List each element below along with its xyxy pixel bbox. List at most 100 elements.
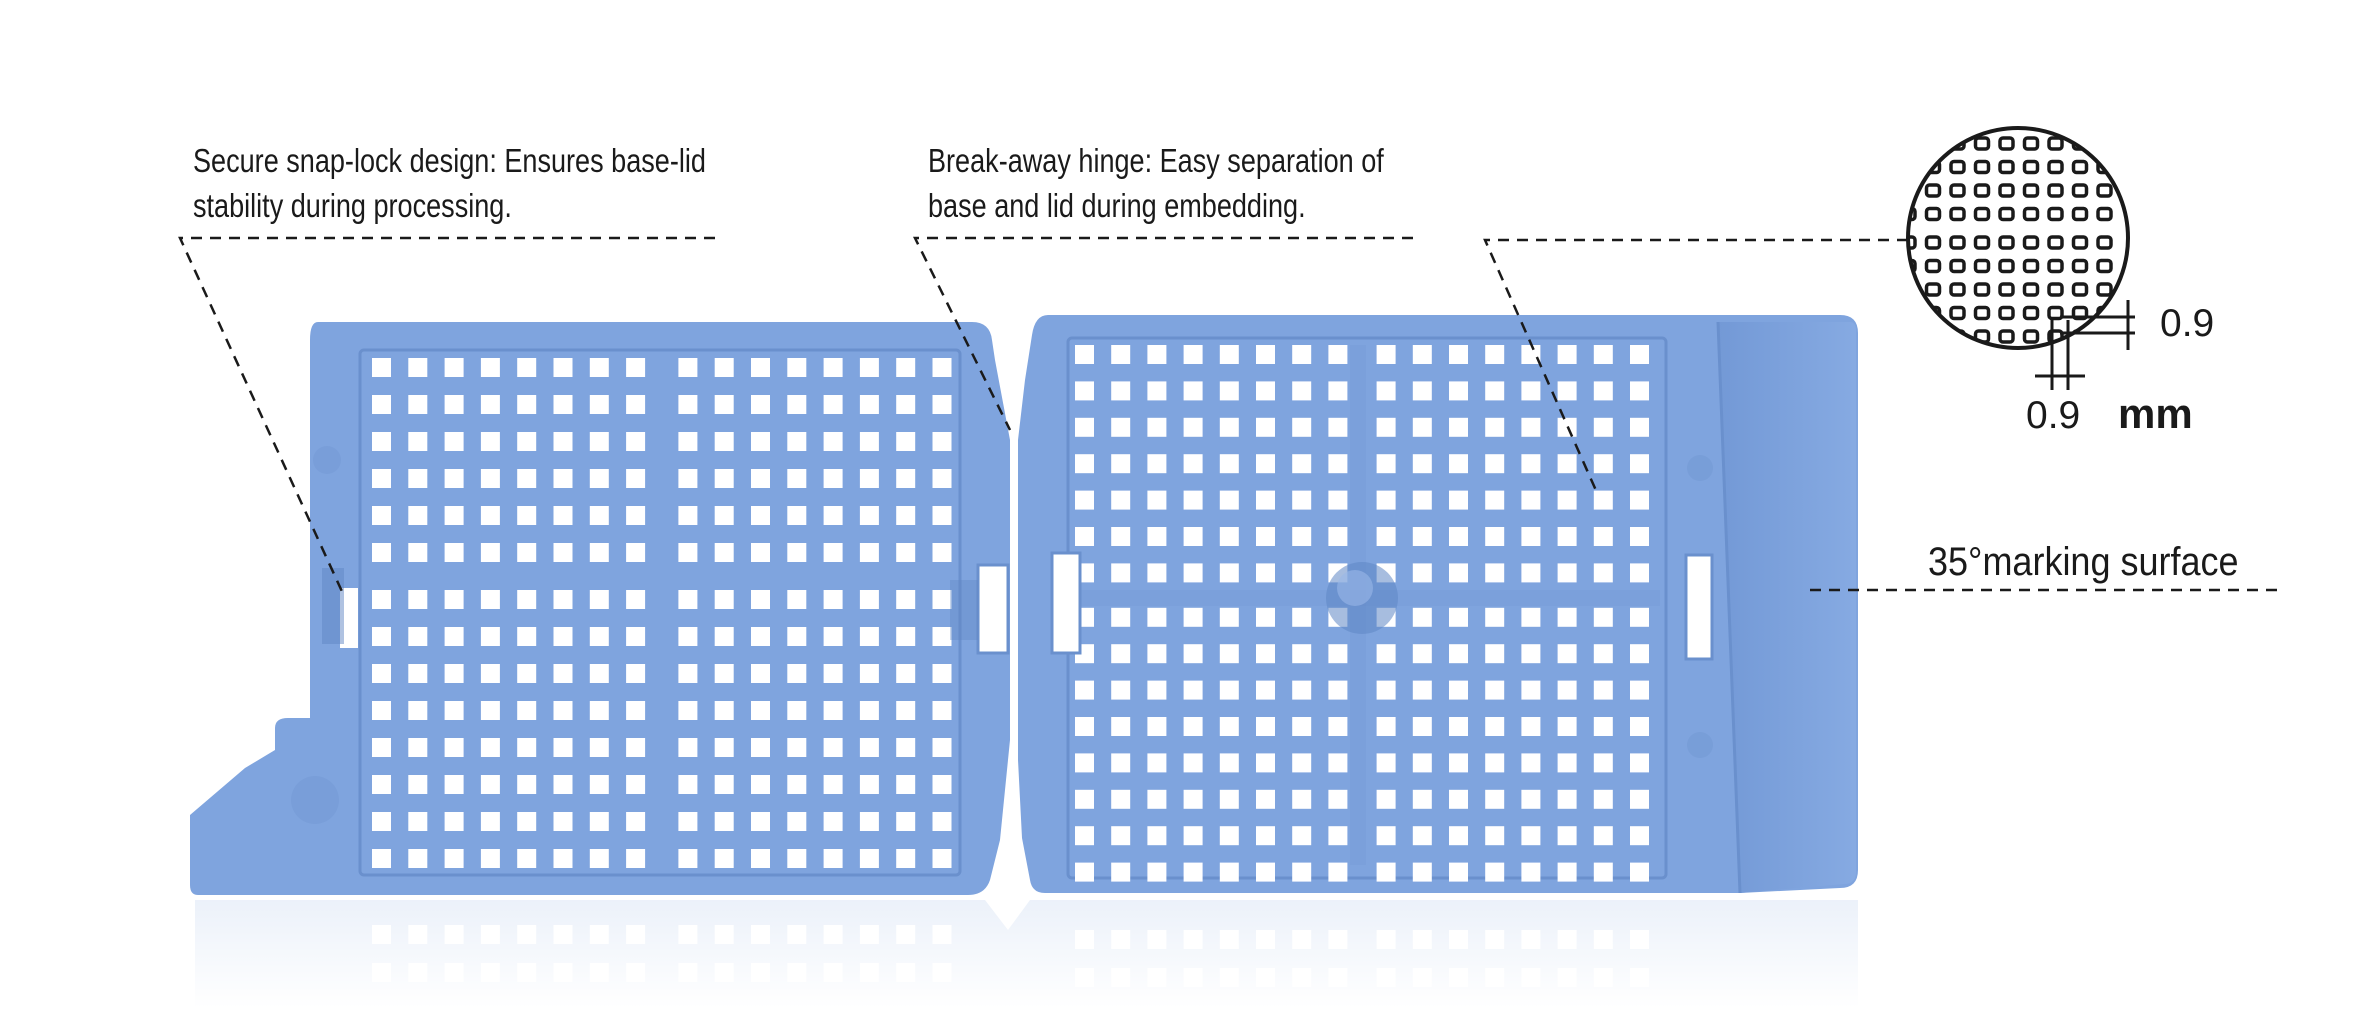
lid-mesh-hole	[1111, 826, 1131, 846]
hinge-callout: Break-away hinge: Easy separation of bas…	[928, 138, 1384, 228]
base-mesh-hole	[751, 701, 770, 720]
base-mesh-hole	[896, 849, 916, 868]
base-mesh-hole	[480, 432, 500, 451]
lid-mesh-hole	[1557, 680, 1577, 700]
lid-mesh-hole	[1521, 563, 1541, 583]
base-mesh-hole	[932, 812, 952, 831]
base-mesh-hole	[859, 738, 879, 757]
lid-mesh-hole	[1485, 644, 1505, 664]
lid-mesh-hole	[1292, 680, 1312, 700]
lid-mesh-hole	[1449, 862, 1468, 882]
base-mesh-hole	[896, 664, 916, 683]
snap-lock-leader	[178, 236, 715, 599]
base-mesh-hole	[517, 506, 537, 525]
base-mesh-hole	[372, 590, 391, 609]
magnified-pore	[1924, 206, 1942, 222]
base-mesh-hole	[859, 358, 879, 377]
lid-mesh-hole	[1292, 454, 1312, 474]
base-mesh-hole	[751, 812, 770, 831]
base-mesh-hole	[408, 627, 428, 646]
lid-mesh-hole	[1630, 527, 1649, 546]
lid-mesh-hole	[1376, 527, 1396, 546]
base-mesh-hole	[444, 432, 464, 451]
pore-height-label: 0.9	[2160, 302, 2215, 345]
lid-mesh-hole	[1557, 381, 1577, 401]
base-mesh-hole	[678, 590, 698, 609]
base-mesh-hole	[444, 590, 464, 609]
lid-mesh-hole	[1256, 644, 1275, 664]
lid-mesh-hole	[1521, 345, 1541, 364]
lid-mesh-hole	[1292, 862, 1312, 882]
base-mesh-hole	[896, 358, 916, 377]
base-mesh-hole	[517, 358, 537, 377]
base-mesh-hole	[444, 543, 464, 562]
lid-mesh-hole	[1557, 717, 1577, 736]
lid-mesh-hole	[1557, 789, 1577, 809]
lid-mesh-hole	[1219, 527, 1239, 546]
base-mesh-hole	[859, 432, 879, 451]
lid-mesh-hole	[1183, 862, 1203, 882]
base-mesh-hole	[896, 543, 916, 562]
lid-mesh-hole	[1111, 717, 1131, 736]
magnified-pore	[1908, 136, 1917, 151]
base-mesh-hole	[714, 506, 734, 525]
lid-mesh-hole	[1147, 862, 1167, 882]
magnified-pore	[1973, 206, 1991, 222]
lid-mesh-hole	[1630, 417, 1649, 437]
lid-mesh-hole	[1219, 607, 1239, 627]
base-mesh-hole	[372, 627, 391, 646]
magnified-pore	[1973, 136, 1991, 151]
lid-mesh-hole	[1256, 862, 1275, 882]
lid-mesh-hole	[1593, 753, 1613, 773]
lid-mesh-hole	[1449, 454, 1468, 474]
lid-mesh-hole	[1219, 490, 1239, 510]
base-mesh-hole	[626, 506, 646, 525]
base-mesh-hole	[372, 701, 391, 720]
base-mesh-hole	[678, 432, 698, 451]
magnified-pore	[1973, 159, 1991, 175]
magnified-pore	[2071, 159, 2089, 175]
magnified-pore	[2022, 305, 2040, 321]
base-mesh-hole	[751, 627, 770, 646]
lid-mesh-hole	[1111, 753, 1131, 773]
snap-lock-tab	[322, 568, 344, 644]
base-mesh-hole	[372, 469, 391, 488]
lid-mesh-hole	[1292, 417, 1312, 437]
magnified-pore	[1924, 282, 1942, 297]
base-mesh-hole	[553, 469, 573, 488]
base-mesh-hole	[553, 701, 573, 720]
base-mesh-hole	[751, 395, 770, 414]
base-mesh-hole	[408, 358, 428, 377]
lid-mesh-hole	[1147, 644, 1167, 664]
base-mesh-hole	[553, 395, 573, 414]
magnified-pore	[2047, 235, 2064, 250]
base-mesh-hole	[444, 358, 464, 377]
base-mesh-hole	[678, 738, 698, 757]
base-mesh-hole	[714, 701, 734, 720]
lid-mesh-hole	[1292, 563, 1312, 583]
lid-mesh-hole	[1111, 527, 1131, 546]
lid-mesh-hole	[1485, 753, 1505, 773]
lid-mesh-hole	[1256, 345, 1275, 364]
lid-mesh-hole	[1292, 345, 1312, 364]
base-mesh-hole	[787, 701, 807, 720]
lid-mesh-hole	[1075, 381, 1094, 401]
lid-mesh-hole	[1521, 381, 1541, 401]
lid-mesh-hole	[1183, 417, 1203, 437]
lid-mesh-hole	[1075, 417, 1094, 437]
lid-mesh-hole	[1449, 563, 1468, 583]
base-mesh-hole	[408, 543, 428, 562]
magnified-pore	[2071, 235, 2089, 250]
magnified-pore	[2071, 206, 2089, 222]
lid-mesh-hole	[1521, 717, 1541, 736]
lid-mesh-hole	[1219, 417, 1239, 437]
lid-mesh-hole	[1075, 753, 1094, 773]
magnified-pore	[2071, 183, 2089, 198]
lid-mesh-hole	[1256, 417, 1275, 437]
base-mesh-hole	[823, 590, 843, 609]
lid-mesh-hole	[1485, 490, 1505, 510]
base-mesh-hole	[480, 775, 500, 794]
base-mesh-hole	[932, 506, 952, 525]
base-mesh-hole	[372, 664, 391, 683]
